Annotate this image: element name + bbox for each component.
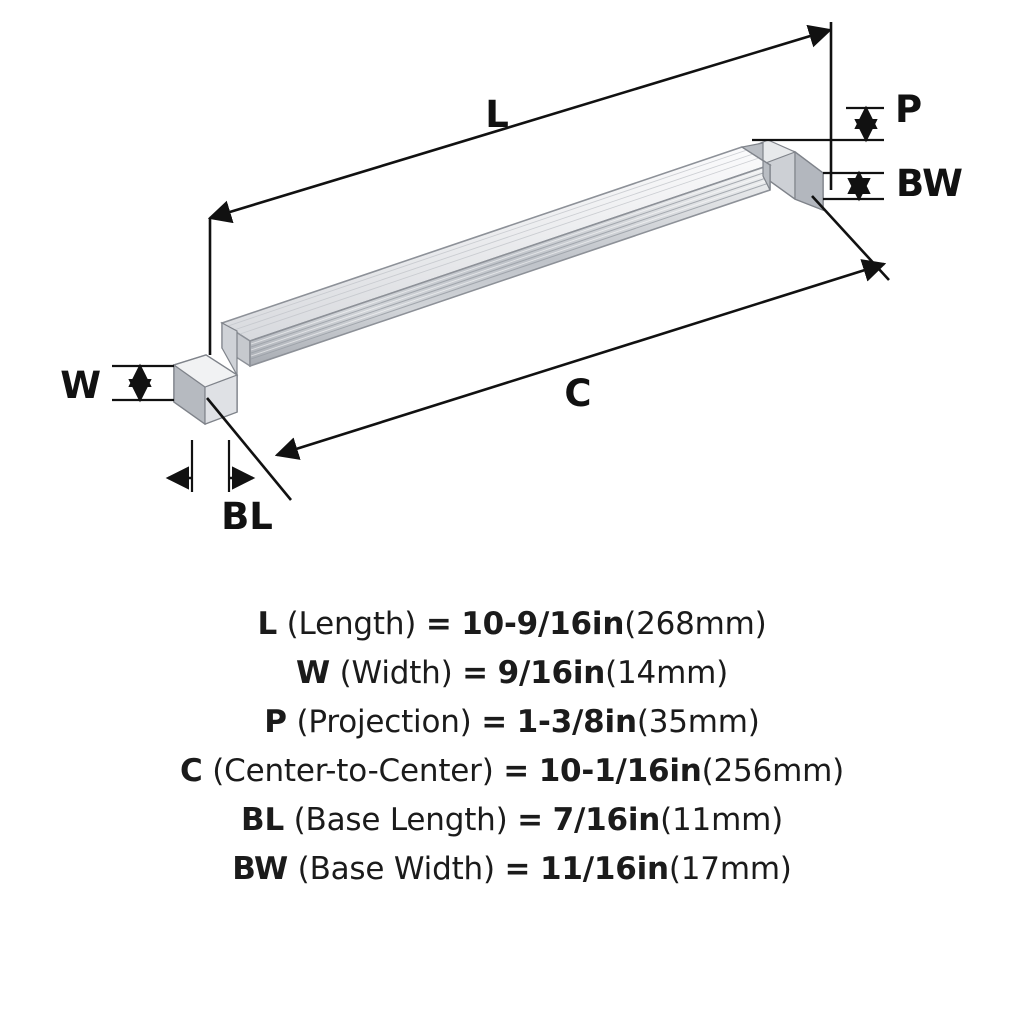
spec-metric: (256mm): [701, 753, 845, 789]
dimension-L-arrow: [207, 24, 833, 224]
dimension-C-ext-right: [811, 195, 890, 281]
dimension-W: W: [60, 363, 174, 407]
left-base-foot: [172, 354, 239, 426]
specification-list: L (Length) = 10-9/16in(268mm) W (Width) …: [0, 600, 1024, 990]
spec-name: (Length): [286, 606, 417, 642]
dimension-label-C: C: [564, 372, 591, 415]
spec-symbol: L: [257, 606, 277, 642]
spec-metric: (35mm): [636, 704, 760, 740]
dimension-label-P: P: [895, 88, 922, 131]
spec-metric: (14mm): [605, 655, 728, 691]
spec-equals: =: [517, 802, 543, 838]
spec-row: BW (Base Width) = 11/16in(17mm): [232, 845, 792, 894]
dimension-C-arrow: [274, 259, 887, 460]
spec-name: (Base Length): [293, 802, 508, 838]
pull-illustration: [172, 139, 824, 426]
spec-metric: (11mm): [660, 802, 783, 838]
spec-equals: =: [504, 851, 531, 887]
spec-row: P (Projection) = 1-3/8in(35mm): [264, 698, 760, 747]
spec-symbol: W: [296, 655, 330, 691]
spec-symbol: P: [264, 704, 287, 740]
dimension-L: L: [207, 22, 833, 355]
spec-name: (Projection): [296, 704, 472, 740]
spec-row: L (Length) = 10-9/16in(268mm): [257, 600, 766, 649]
spec-metric: (268mm): [624, 606, 767, 642]
dimension-label-BL: BL: [221, 495, 273, 538]
spec-symbol: BW: [232, 851, 289, 887]
spec-equals: =: [462, 655, 488, 691]
dimension-label-L: L: [485, 93, 509, 136]
spec-value: 7/16in: [552, 802, 661, 838]
diagram-svg: L C W P: [60, 22, 963, 538]
spec-symbol: C: [180, 753, 203, 789]
spec-value: 10-9/16in: [461, 606, 625, 642]
dimension-BL: BL: [165, 440, 273, 538]
spec-metric: (17mm): [668, 851, 792, 887]
dimension-C-ext-left: [205, 397, 293, 501]
spec-row: C (Center-to-Center) = 10-1/16in(256mm): [180, 747, 844, 796]
spec-value: 1-3/8in: [516, 704, 637, 740]
spec-equals: =: [481, 704, 507, 740]
dimension-BW: BW: [823, 162, 963, 205]
spec-equals: =: [425, 606, 452, 642]
spec-value: 9/16in: [497, 655, 606, 691]
product-dimension-diagram: L C W P: [60, 22, 963, 538]
left-joint: [221, 322, 238, 378]
dimension-P: P: [752, 88, 922, 143]
spec-name: (Base Width): [297, 851, 495, 887]
spec-row: W (Width) = 9/16in(14mm): [296, 649, 728, 698]
dimension-C: C: [205, 195, 890, 501]
spec-name: (Center-to-Center): [212, 753, 494, 789]
spec-value: 10-1/16in: [538, 753, 702, 789]
spec-equals: =: [503, 753, 530, 789]
dimension-label-W: W: [60, 364, 101, 407]
spec-symbol: BL: [241, 802, 284, 838]
dimension-label-BW: BW: [896, 162, 963, 205]
spec-name: (Width): [339, 655, 453, 691]
spec-row: BL (Base Length) = 7/16in(11mm): [241, 796, 783, 845]
spec-value: 11/16in: [539, 851, 669, 887]
